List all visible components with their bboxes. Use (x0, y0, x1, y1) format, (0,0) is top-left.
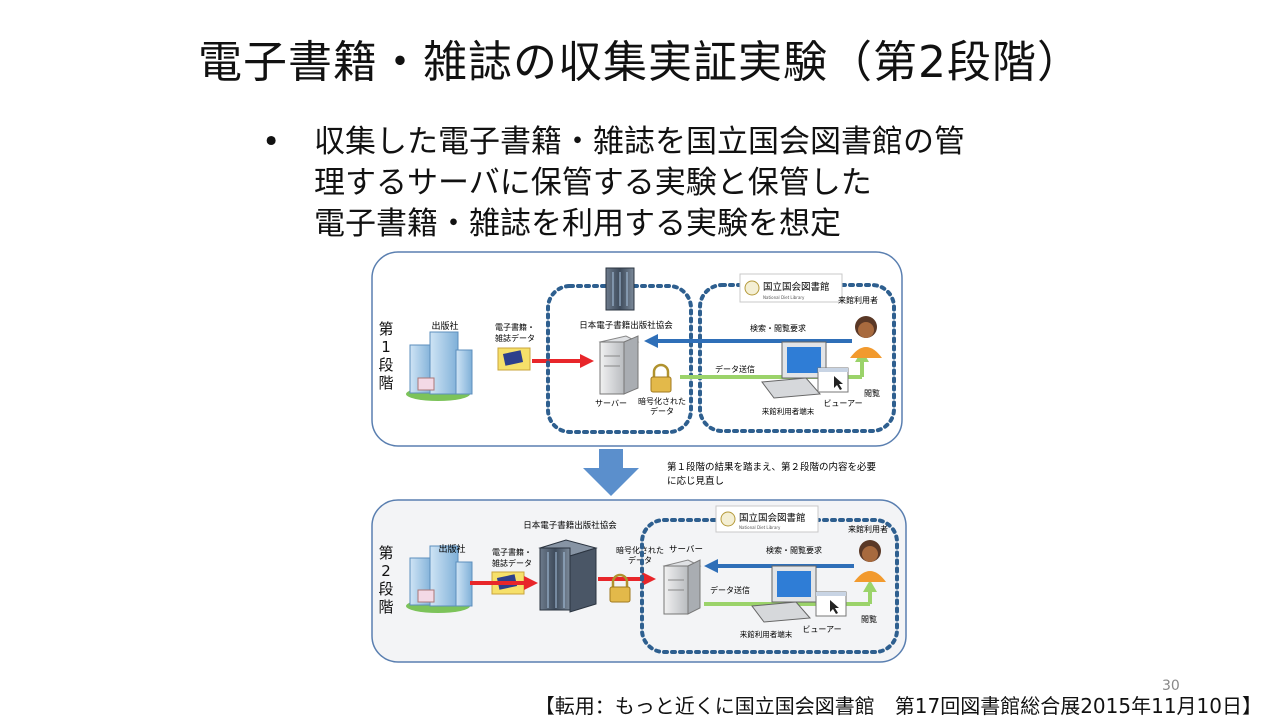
slide-title: 電子書籍・雑誌の収集実証実験（第2段階） (198, 37, 1082, 88)
bullet-marker: • (262, 124, 281, 160)
stage2-encrypted-label-1: 暗号化された (616, 545, 664, 555)
stage2-ndl-logo-sub: National Diet Library (739, 525, 781, 530)
stage1-visitor-person-icon (850, 316, 882, 358)
stage1-data-label-1: 電子書籍・ (495, 322, 535, 332)
stage2-label-char-2: 2 (381, 562, 391, 580)
stage2-panel: 第 2 段 階 出版社 電子書籍・ 雑誌データ 日本電子書籍出版社協会 (371, 499, 907, 663)
page-number: 30 (1162, 678, 1180, 694)
stage1-ndl-logo: 国立国会図書館 National Diet Library (739, 273, 843, 303)
stage2-label-char-1: 第 (378, 544, 393, 562)
stage2-ndl-logo: 国立国会図書館 National Diet Library (715, 505, 819, 533)
stage1-publisher-building-icon (406, 331, 473, 401)
stage2-browse-label: 閲覧 (861, 614, 877, 624)
stage1-viewer-window-icon (817, 367, 849, 393)
stage2-server-label: サーバー (669, 545, 703, 555)
stage1-label-char-4: 階 (378, 374, 393, 392)
stage2-data-send-label: データ送信 (710, 585, 750, 595)
transition-note-line-2: に応じ見直し (667, 475, 724, 487)
stage2-association-label: 日本電子書籍出版社協会 (523, 520, 617, 531)
stage1-terminal-label: 来館利用者端末 (762, 406, 815, 416)
stage1-label: 第 1 段 階 (378, 320, 393, 392)
stage1-encrypted-label-1: 暗号化された (638, 396, 686, 406)
stage2-terminal-pc-icon (751, 565, 817, 623)
bullet-line-1: 収集した電子書籍・雑誌を国立国会図書館の管 (314, 124, 965, 160)
stage1-association-tower-icon (605, 267, 635, 311)
stage1-encrypted-label-2: データ (650, 406, 674, 416)
stage1-server-label: サーバー (595, 399, 627, 408)
stage2-association-tower-icon (538, 539, 598, 613)
stage2-publisher-building-icon (406, 545, 473, 613)
stage1-data-label-2: 雑誌データ (495, 333, 535, 343)
stage2-viewer-label: ビューアー (802, 625, 841, 634)
stage1-search-request-label: 検索・閲覧要求 (750, 323, 806, 333)
stage2-visitor-person-icon (854, 540, 886, 582)
stage1-terminal-pc-icon (761, 341, 827, 399)
stage1-publisher-label: 出版社 (431, 320, 458, 332)
stage1-data-send-label: データ送信 (715, 364, 755, 374)
stage2-data-label-1: 電子書籍・ (492, 547, 532, 557)
stage1-panel: 第 1 段 階 出版社 電子書籍・ 雑誌データ (371, 251, 903, 447)
stage1-ebook-data-icon (497, 347, 531, 371)
stage2-terminal-label: 来館利用者端末 (740, 629, 793, 639)
stage1-server-icon (598, 335, 640, 395)
stage1-viewer-label: ビューアー (823, 399, 862, 408)
stage2-ndl-logo-text: 国立国会図書館 (739, 512, 806, 524)
stage1-blue-arrow (644, 334, 852, 348)
stage2-red-arrow-2 (598, 572, 656, 586)
stage2-publisher-label: 出版社 (438, 543, 465, 555)
stage2-visitor-label: 来館利用者 (848, 524, 888, 534)
stage2-label-char-4: 階 (378, 598, 393, 616)
stage1-browse-label: 閲覧 (864, 388, 880, 398)
stage2-data-label-2: 雑誌データ (492, 558, 532, 568)
stage1-label-char-2: 1 (381, 338, 391, 356)
stage1-red-arrow (532, 354, 594, 368)
stage2-ndl-crest-icon (720, 511, 736, 527)
stage1-ndl-logo-text: 国立国会図書館 (763, 281, 830, 293)
stage2-label-char-3: 段 (378, 580, 393, 598)
stage-transition-arrow (583, 449, 639, 496)
stage1-visitor-label: 来館利用者 (838, 295, 878, 305)
stage1-association-label: 日本電子書籍出版社協会 (579, 320, 673, 331)
bullet-line-3: 電子書籍・雑誌を利用する実験を想定 (314, 206, 841, 242)
transition-note-line-1: 第１段階の結果を踏まえ、第２段階の内容を必要 (667, 461, 876, 473)
stage2-label: 第 2 段 階 (378, 544, 393, 616)
stage2-viewer-window-icon (815, 591, 847, 617)
stage1-ndl-crest-icon (744, 280, 760, 296)
stage1-ndl-logo-sub: National Diet Library (763, 295, 805, 300)
stage2-lock-icon (609, 573, 631, 603)
stage1-lock-icon (650, 363, 672, 393)
stage2-search-request-label: 検索・閲覧要求 (766, 545, 822, 555)
bullet-text: • 収集した電子書籍・雑誌を国立国会図書館の管 理するサーバに保管する実験と保管… (262, 122, 1062, 245)
stage1-label-char-1: 第 (378, 320, 393, 338)
source-credit: 【転用：もっと近くに国立国会図書館 第17回図書館総合展2015年11月10日】 (534, 694, 1262, 718)
stage2-red-arrow-1 (470, 576, 538, 590)
stage1-label-char-3: 段 (378, 356, 393, 374)
bullet-line-2: 理するサーバに保管する実験と保管した (314, 165, 872, 201)
stage2-server-icon (662, 559, 702, 615)
